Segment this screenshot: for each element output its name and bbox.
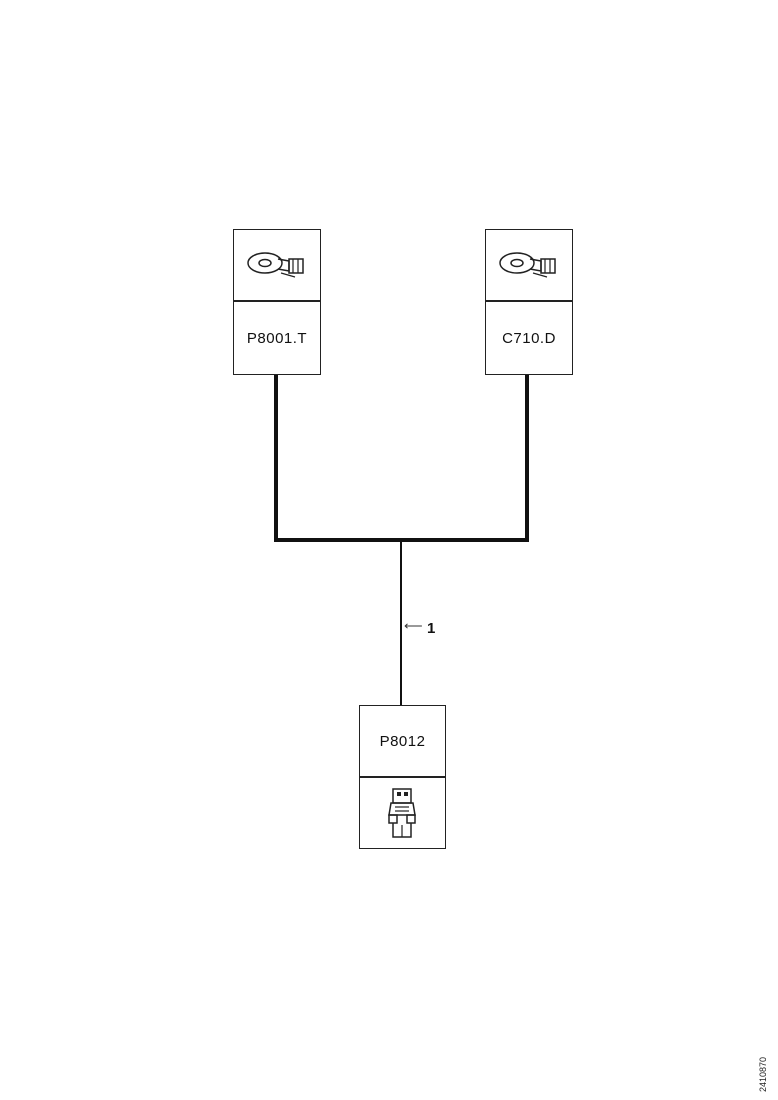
connector-right-divider <box>486 300 572 302</box>
connector-right-label-cell: C710.D <box>486 302 572 374</box>
connector-plug-icon <box>387 788 416 838</box>
connector-left-divider <box>234 300 320 302</box>
wire-bottom-vertical <box>400 540 402 706</box>
connector-bottom[interactable]: P8012 <box>359 705 446 849</box>
wire-number-label: 1 <box>427 620 436 637</box>
connector-right-icon-cell <box>486 230 572 300</box>
reference-code: 2410870 <box>758 1056 768 1092</box>
wire-right-vertical <box>525 374 529 542</box>
connector-bottom-code: P8012 <box>379 732 426 750</box>
connector-bottom-label-cell: P8012 <box>360 706 445 776</box>
ring-terminal-icon <box>247 252 304 278</box>
connector-left-icon-cell <box>234 230 320 300</box>
connector-right-code: C710.D <box>502 329 556 347</box>
wire-left-vertical <box>274 374 278 542</box>
wire-leader: ⟵ <box>404 618 423 633</box>
connector-left-label-cell: P8001.T <box>234 302 320 374</box>
connector-left[interactable]: P8001.T <box>233 229 321 375</box>
ring-terminal-icon <box>499 252 556 278</box>
connector-right[interactable]: C710.D <box>485 229 573 375</box>
connector-left-code: P8001.T <box>246 329 308 347</box>
connector-bottom-divider <box>360 776 445 778</box>
connector-bottom-icon-cell <box>360 778 445 848</box>
